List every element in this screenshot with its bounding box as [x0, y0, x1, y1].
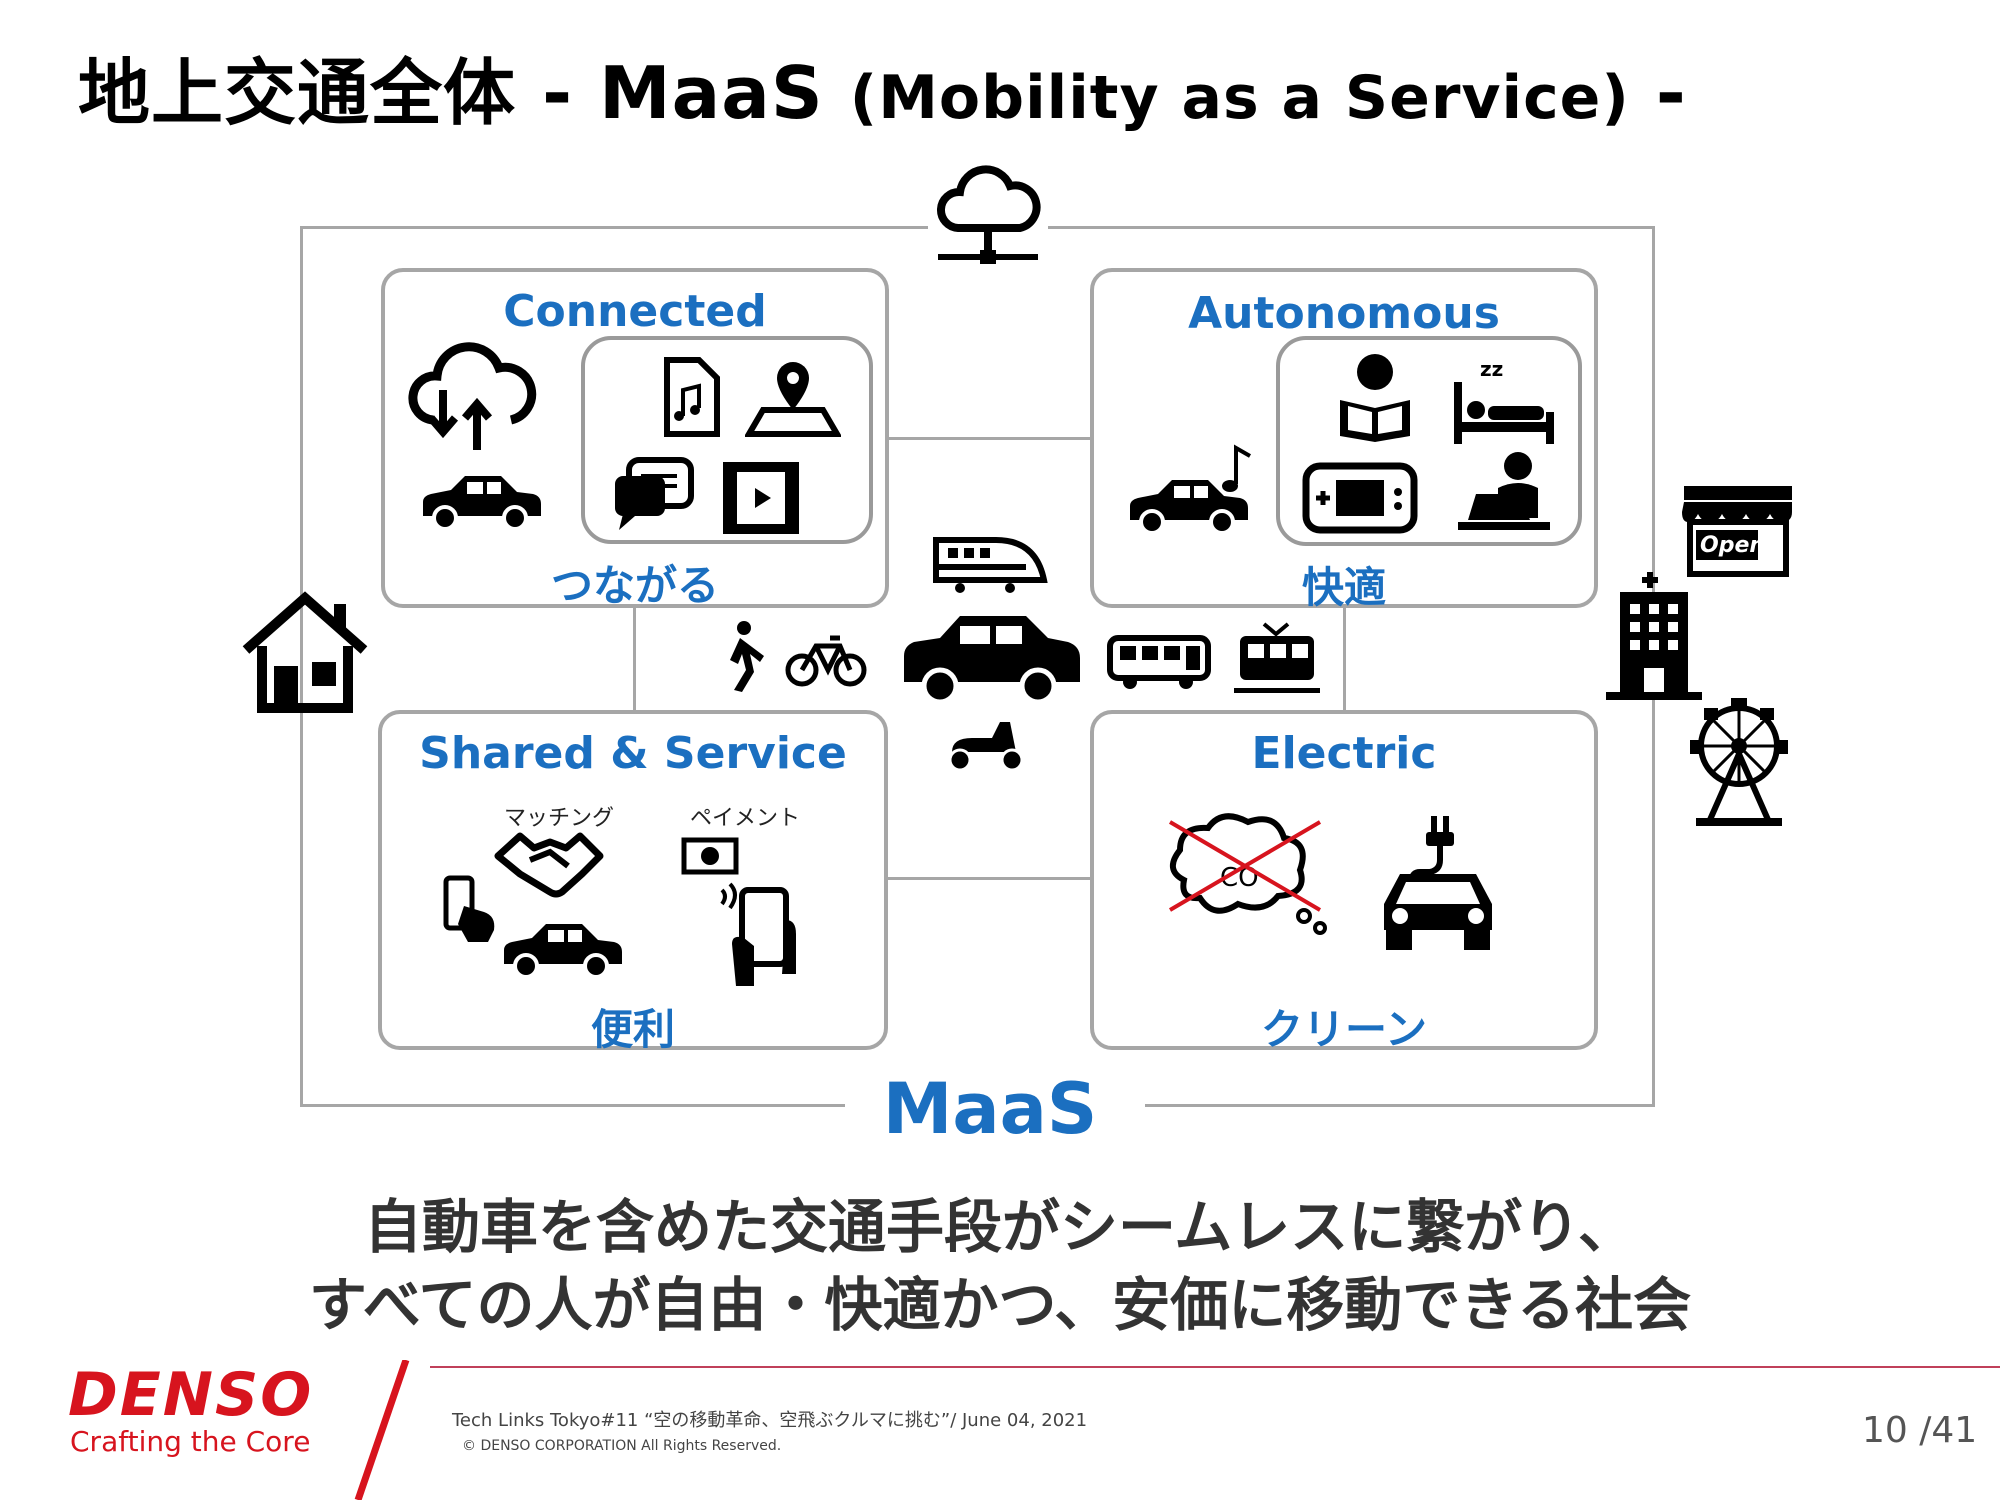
electric-panel: Electric クリーン CO [1090, 710, 1598, 1054]
denso-logo: DENSO [68, 1360, 314, 1430]
maas-label: MaaS [850, 1068, 1130, 1150]
store-sign: Open [1700, 533, 1765, 558]
link-right [1343, 604, 1346, 712]
money-icon [681, 837, 739, 875]
frame-bottom-right [1145, 1104, 1655, 1107]
music-note-icon [1222, 444, 1251, 492]
autonomous-title: Autonomous [1188, 288, 1500, 339]
page-number: 10 /41 [1862, 1410, 1978, 1451]
frame-top-left [300, 226, 928, 229]
footer-divider [430, 1366, 2000, 1368]
tagline-line1: 自動車を含めた交通手段がシームレスに繋がり、 [364, 1193, 1636, 1261]
frame-bottom-left [300, 1104, 845, 1107]
link-left [633, 604, 636, 712]
matching-label: マッチング [504, 806, 615, 831]
walking-person-icon [730, 621, 764, 692]
svg-text:zz: zz [1480, 357, 1503, 381]
link-bottom [886, 877, 1092, 880]
co2-crossed-icon: CO [1168, 813, 1327, 935]
page-title: 地上交通全体 - MaaS (Mobility as a Service) - [78, 51, 1687, 135]
smartphone-hand-icon [443, 875, 495, 942]
tram-icon [1234, 622, 1320, 693]
hospital-icon [1606, 572, 1702, 700]
car-icon [1130, 480, 1248, 535]
cloud-sync-icon [408, 342, 537, 450]
chat-icon [615, 457, 694, 530]
shared-title: Shared & Service [419, 728, 847, 779]
footer-slash [354, 1360, 410, 1500]
car-icon [504, 924, 622, 979]
car-icon [423, 476, 541, 531]
house-icon [242, 591, 368, 713]
footer-event: Tech Links Tokyo#11 “空の移動革命、空飛ぶクルマに挑む”/ … [452, 1410, 1088, 1431]
sleeping-person-icon: zz [1454, 357, 1554, 444]
video-icon [723, 462, 799, 534]
payment-label: ペイメント [690, 806, 801, 831]
bus-icon [1107, 635, 1211, 689]
scooter-icon [948, 722, 1024, 772]
autonomous-subtitle: 快適 [1301, 563, 1386, 612]
electric-subtitle: クリーン [1261, 1005, 1427, 1054]
train-icon [933, 537, 1048, 593]
shared-subtitle: 便利 [590, 1005, 675, 1054]
map-pin-icon [745, 362, 841, 437]
taxi-icon [904, 616, 1080, 705]
frame-top-right [1048, 226, 1654, 229]
laptop-person-icon [1458, 452, 1550, 530]
denso-tagline: Crafting the Core [70, 1425, 311, 1458]
phone-payment-icon [720, 882, 796, 986]
shared-panel: Shared & Service 便利 マッチング ペイメント [378, 710, 888, 1054]
frame-left [300, 226, 303, 1106]
music-file-icon [664, 357, 720, 437]
autonomous-panel: Autonomous 快適 zz [1090, 268, 1598, 612]
reading-person-icon [1340, 354, 1410, 442]
connected-title: Connected [503, 286, 767, 337]
cloud-network-icon [936, 165, 1041, 264]
ferris-wheel-icon [1690, 698, 1788, 826]
handshake-icon [494, 832, 604, 898]
footer-copyright: © DENSO CORPORATION All Rights Reserved. [462, 1438, 782, 1454]
game-icon [1302, 462, 1418, 534]
electric-car-icon [1384, 816, 1492, 950]
bicycle-icon [785, 635, 867, 687]
connected-subtitle: つながる [550, 561, 719, 610]
store-icon: Open [1682, 486, 1792, 577]
link-top [886, 437, 1092, 440]
connected-panel: Connected つながる [381, 268, 889, 610]
electric-title: Electric [1251, 728, 1437, 779]
tagline-line2: すべての人が自由・快適かつ、安価に移動できる社会 [308, 1271, 1692, 1339]
